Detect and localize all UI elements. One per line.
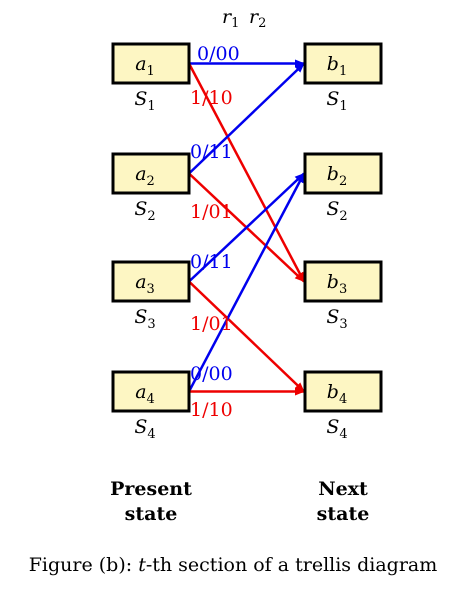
transition-label-3: 0/11 [190,141,233,163]
transition-label-5: 0/11 [190,251,233,273]
transition-edge-5 [188,172,305,283]
present-state-state-3: S3 [134,306,155,332]
figure-caption: Figure (b): t-th section of a trellis di… [29,554,438,576]
present-heading-line1: Present [110,478,192,500]
transition-edge-3 [188,62,305,175]
transition-label-6: 1/01 [190,313,233,335]
next-state-state-2: S2 [326,198,347,224]
next-state-label-1: b1 [327,53,347,79]
transition-edge-6 [188,280,305,393]
present-state-box-4 [111,370,191,413]
present-state-box-1 [111,42,191,85]
next-state-box-3 [303,260,383,303]
present-state-box-3 [111,260,191,303]
next-state-box-2 [303,152,383,195]
present-state-state-1: S1 [134,88,155,114]
next-state-box-1 [303,42,383,85]
transition-label-1: 0/00 [197,43,240,65]
present-state-label-1: a1 [135,53,155,79]
transition-label-2: 1/10 [190,87,233,109]
present-state-label-2: a2 [135,163,155,189]
present-state-label-3: a3 [135,271,155,297]
header-r2: r2 [249,6,266,31]
present-state-box-2 [111,152,191,195]
next-state-state-1: S1 [326,88,347,114]
next-state-state-4: S4 [326,416,347,442]
present-state-state-2: S2 [134,198,155,224]
header-r1: r1 [222,6,239,31]
next-state-label-3: b3 [327,271,347,297]
transition-edges [187,59,306,396]
next-state-state-3: S3 [326,306,347,332]
transition-edge-7 [187,172,306,393]
next-heading-line1: Next [318,478,368,500]
present-state-state-4: S4 [134,416,155,442]
present-state-label-4: a4 [135,381,155,407]
next-heading-line2: state [317,503,370,525]
present-heading-line2: state [125,503,178,525]
next-state-label-4: b4 [327,381,347,407]
transition-label-8: 1/10 [190,399,233,421]
transition-edge-2 [187,62,306,283]
transition-label-7: 0/00 [190,363,233,385]
next-state-label-2: b2 [327,163,347,189]
transition-labels: 0/00 1/10 0/11 1/01 0/11 1/01 0/00 1/10 [190,43,240,421]
next-state-box-4 [303,370,383,413]
transition-label-4: 1/01 [190,201,233,223]
